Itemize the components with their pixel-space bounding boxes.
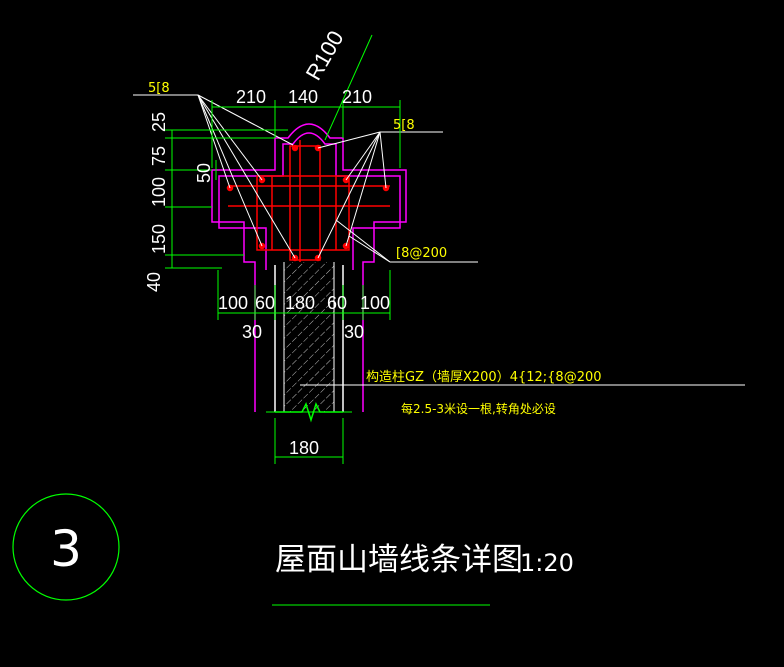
note-column: 构造柱GZ（墙厚X200）4{12;{8@200 (366, 370, 602, 385)
column-section (266, 262, 352, 423)
dim-top-3: 210 (342, 87, 372, 107)
dim-left-1: 25 (149, 112, 169, 132)
dimension-lines (165, 100, 490, 606)
radius-label: R100 (301, 26, 349, 84)
dim-bottom-2: 60 (255, 293, 275, 313)
dim-left-5: 40 (144, 272, 164, 292)
dim-bottom-4: 60 (327, 293, 347, 313)
dim-left-2: 75 (149, 146, 169, 166)
dim-left-4: 150 (149, 224, 169, 254)
callouts: 5[8 5[8 [8@200 构造柱GZ（墙厚X200）4{12;{8@200 … (148, 81, 602, 416)
callout-rebar-right: 5[8 (393, 118, 415, 133)
dim-bottom-sub-1: 30 (242, 322, 262, 342)
dim-top-2: 140 (288, 87, 318, 107)
detail-number: 3 (50, 520, 82, 578)
leader-lines (133, 34, 745, 386)
dim-column-width: 180 (289, 438, 319, 458)
rebar-cage (226, 140, 390, 262)
callout-rebar-left: 5[8 (148, 81, 170, 96)
title-block: 3 屋面山墙线条详图 1:20 (12, 493, 574, 601)
dim-left-3: 100 (149, 177, 169, 207)
dim-bottom-sub-2: 30 (344, 322, 364, 342)
dim-bottom-3: 180 (285, 293, 315, 313)
dim-bottom-5: 100 (360, 293, 390, 313)
note-spacing: 每2.5-3米设一根,转角处必设 (401, 401, 556, 416)
dim-top-1: 210 (236, 87, 266, 107)
dim-inner: 50 (194, 163, 214, 183)
drawing-title: 屋面山墙线条详图 (275, 542, 523, 578)
callout-stirrup: [8@200 (396, 246, 447, 261)
drawing-scale: 1:20 (520, 549, 574, 577)
dim-bottom-1: 100 (218, 293, 248, 313)
detail-number-circle (12, 493, 120, 601)
